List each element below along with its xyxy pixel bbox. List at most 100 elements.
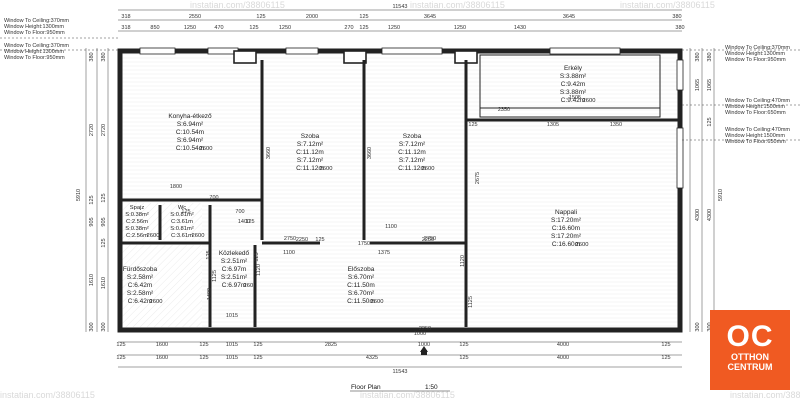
room-measure: C:2.56m [126,219,148,225]
room-measure: S:7.12m² [399,141,426,148]
dimension-top: 850 [150,25,159,31]
dimension-left: 380 [89,52,95,61]
room-measure: S:6.94m² [177,137,204,144]
dimension-bottom: 125 [459,342,468,348]
room-measure: C:11.12m [398,165,426,172]
dimension-inner: 1100 [385,224,397,230]
dimension-bottom: 1000 [418,342,430,348]
watermark: instatian.com/38806115 [360,390,455,400]
room-measure: S:7.12m² [297,157,324,164]
dimension-top: 318 [121,25,130,31]
logo-line1: OTTHON [731,352,769,362]
dimension-left: 2720 [89,124,95,136]
floor-area [122,53,678,328]
dimension-top: 470 [214,25,223,31]
room-measure: S:0.81m² [170,226,194,232]
dimension-right-total: 5910 [718,189,724,201]
dimension-bottom: 125 [459,355,468,361]
room-height: 2600 [192,233,205,239]
dimension-right: 380 [707,52,713,61]
dimension-left: 905 [89,217,95,226]
room-height: 2600 [371,299,384,305]
room-measure: C:11.50m [347,282,375,289]
dimension-left: 905 [101,217,107,226]
room-name: Szoba [403,133,422,140]
window-note: Window Height:1300mm [725,51,785,57]
dimension-inner: 1400 [238,219,250,225]
logo-mark: OC [726,320,774,353]
dimension-bottom: 1600 [156,342,168,348]
window-note: Window Height:1500mm [725,133,785,139]
dimension-inner: 125 [315,237,324,243]
dimension-top: 1250 [454,25,466,31]
window-note: Window To Floor:950mm [4,55,65,61]
watermark: instatian.com/38806115 [190,0,285,10]
balcony [479,54,661,118]
room-measure: S:7.12m² [297,141,324,148]
dimension-left: 125 [89,195,95,204]
dimension-bottom: 4000 [557,355,569,361]
dimension-top: 125 [249,25,258,31]
dimension-inner: 125 [245,219,254,225]
room-measure: S:6.70m² [348,290,375,297]
dimension-inner: 2750 [284,236,296,242]
window-note: Window To Ceiling:370mm [4,18,69,24]
plan-scale: 1:50 [425,384,438,391]
dimension-inner: 1350 [610,122,622,128]
dimension-lines [0,9,800,368]
dimension-inner: 1800 [170,184,182,190]
room-measure: S:3.88m² [560,89,587,96]
dimension-bottom: 1600 [156,355,168,361]
room-name: Fürdőszoba [123,266,158,273]
dimension-inner: 125 [468,122,477,128]
window-note: Window Height:1500mm [725,104,785,110]
room-name: Wc [178,205,186,211]
dimension-top: 1430 [514,25,526,31]
windows [139,47,684,189]
room-measure: S:7.12m² [399,157,426,164]
dimension-right: 1065 [707,79,713,91]
dimension-top: 380 [672,14,681,20]
room-name: Spajz [130,205,145,211]
window-note: Window To Floor:650mm [725,139,786,145]
room-measure: C:10.54m [176,145,204,152]
watermark: instatian.com/38806115 [410,0,505,10]
dimension-inner: 3660 [367,147,373,159]
dimension-top: 1250 [388,25,400,31]
room-name: Közlekedő [219,250,250,257]
room-measure: C:16.60m [552,241,580,248]
dimension-inner: 2250 [419,326,431,332]
room-height: 2600 [576,242,589,248]
room-measure: S:0.38m² [125,226,149,232]
room-measure: S:0.81m² [170,212,194,218]
dimension-inner: 1375 [378,250,390,256]
plan-title: Floor Plan [351,384,381,391]
dimension-inner: 125 [254,252,260,261]
room-name: Erkély [564,65,583,72]
room-name: Nappali [555,209,577,216]
dimension-bottom-total: 11543 [393,369,408,375]
window-note: Window To Floor:950mm [725,57,786,63]
dimension-left: 1610 [89,274,95,286]
room-measure: S:2.58m² [127,274,154,281]
room-measure: S:2.58m² [127,290,154,297]
watermark: instatian.com/38806115 [620,0,715,10]
dimension-left: 300 [101,322,107,331]
window-note: Window Height:1300mm [4,49,64,55]
brand-logo: OC OTTHON CENTRUM [710,310,790,390]
room-measure: C:11.50m [347,298,375,305]
room-measure: C:3.61m [171,233,193,239]
dimension-top: 1250 [279,25,291,31]
room-measure: S:2.51m² [221,258,248,265]
room-measure: C:10.54m [176,129,204,136]
dimension-bottom: 125 [116,355,125,361]
room-height: 2600 [320,166,333,172]
room-name: Konyha-étkező [168,113,212,120]
dimension-inner: 2250 [422,237,434,243]
room-height: 2600 [150,299,163,305]
dimension-inner: 1505 [569,95,581,101]
dimension-right: 380 [695,52,701,61]
